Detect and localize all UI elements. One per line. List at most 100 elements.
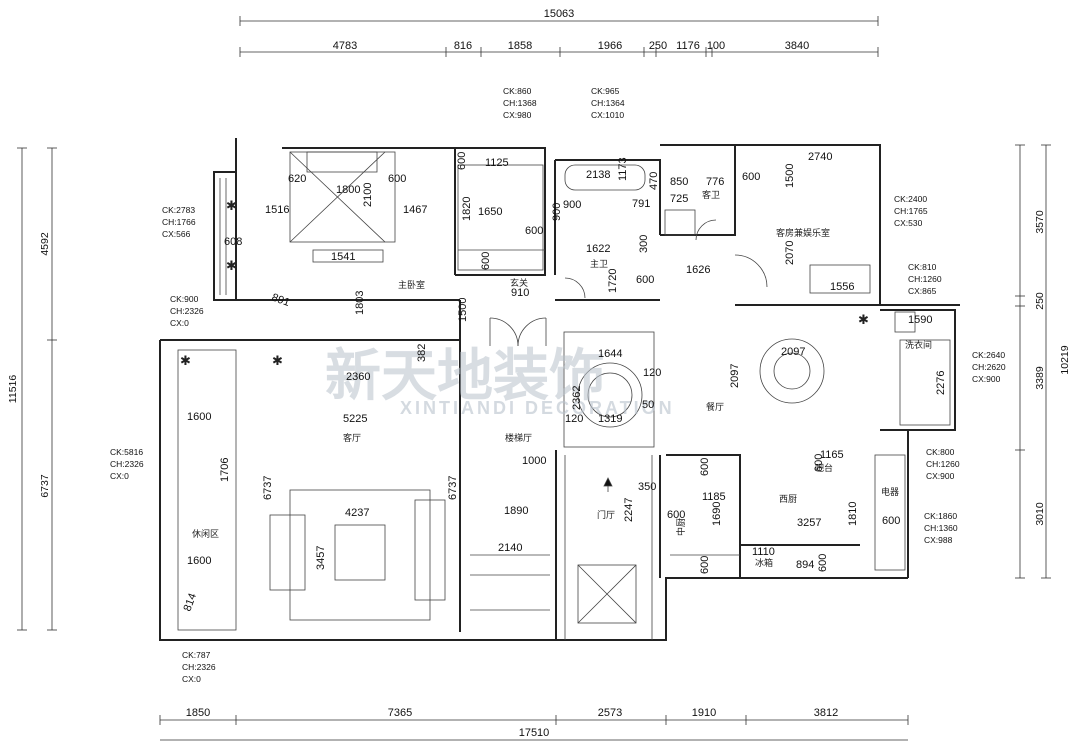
- svg-text:1600: 1600: [187, 411, 211, 423]
- svg-text:1541: 1541: [331, 251, 355, 263]
- top-seg-2: 816: [454, 40, 472, 52]
- svg-text:CH:1765: CH:1765: [894, 206, 928, 216]
- room-master-bedroom: 主卧室: [398, 279, 425, 291]
- room-laundry: 洗衣间: [905, 339, 932, 351]
- svg-text:1890: 1890: [504, 505, 528, 517]
- plant-icon: ✱: [272, 353, 283, 368]
- svg-text:1626: 1626: [686, 264, 710, 276]
- svg-text:608: 608: [224, 236, 242, 248]
- svg-text:1556: 1556: [830, 281, 854, 293]
- svg-text:CK:800: CK:800: [926, 447, 955, 457]
- svg-text:1690: 1690: [711, 502, 723, 526]
- svg-text:1706: 1706: [219, 458, 231, 482]
- svg-text:CX:865: CX:865: [908, 286, 937, 296]
- bottom-seg-3: 2573: [598, 707, 622, 719]
- svg-text:3257: 3257: [797, 517, 821, 529]
- svg-text:1467: 1467: [403, 204, 427, 216]
- svg-text:6737: 6737: [447, 476, 459, 500]
- room-fridge: 冰箱: [755, 557, 773, 569]
- svg-text:1500: 1500: [457, 298, 469, 322]
- top-seg-6: 1176: [676, 40, 700, 52]
- room-western-kitchen: 西厨: [779, 494, 797, 505]
- spec-block-7: CK:2400 CH:1765 CX:530: [894, 194, 928, 228]
- room-guest-bath: 客卫: [702, 189, 720, 201]
- svg-text:1185: 1185: [702, 491, 726, 503]
- svg-text:1500: 1500: [784, 164, 796, 188]
- svg-text:CH:1260: CH:1260: [908, 274, 942, 284]
- svg-text:1622: 1622: [586, 243, 610, 255]
- room-guest-room: 客房兼娱乐室: [776, 227, 830, 239]
- svg-text:CX:980: CX:980: [503, 110, 532, 120]
- svg-text:2097: 2097: [729, 364, 741, 388]
- svg-text:1600: 1600: [187, 555, 211, 567]
- room-dining: 餐厅: [706, 401, 724, 413]
- svg-text:CK:1860: CK:1860: [924, 511, 957, 521]
- right-seg-1: 3570: [1034, 210, 1046, 234]
- doors: [489, 219, 768, 347]
- plant-icon: ✱: [180, 353, 191, 368]
- plant-markers: ✱ ✱ ✱ ✱ ✱: [180, 198, 869, 368]
- svg-text:CH:2326: CH:2326: [110, 459, 144, 469]
- svg-text:600: 600: [742, 171, 760, 183]
- svg-text:2100: 2100: [362, 183, 374, 207]
- svg-text:CX:566: CX:566: [162, 229, 191, 239]
- svg-text:725: 725: [670, 193, 688, 205]
- svg-text:CH:1360: CH:1360: [924, 523, 958, 533]
- bottom-seg-2: 7365: [388, 707, 412, 719]
- svg-text:900: 900: [551, 203, 563, 221]
- room-appliance: 电器: [881, 486, 899, 498]
- svg-text:850: 850: [670, 176, 688, 188]
- svg-text:CH:1368: CH:1368: [503, 98, 537, 108]
- svg-text:1165: 1165: [820, 449, 844, 461]
- svg-text:CH:1364: CH:1364: [591, 98, 625, 108]
- room-lounge: 休闲区: [192, 528, 219, 540]
- svg-text:1125: 1125: [485, 157, 509, 169]
- spec-block-11: CK:1860 CH:1360 CX:988: [924, 511, 958, 545]
- svg-text:2360: 2360: [346, 371, 370, 383]
- svg-text:1650: 1650: [478, 206, 502, 218]
- svg-text:CX:0: CX:0: [182, 674, 201, 684]
- svg-text:4237: 4237: [345, 507, 369, 519]
- svg-text:382: 382: [416, 344, 428, 362]
- svg-text:CH:1766: CH:1766: [162, 217, 196, 227]
- svg-text:CX:1010: CX:1010: [591, 110, 624, 120]
- svg-text:5225: 5225: [343, 413, 367, 425]
- svg-text:1516: 1516: [265, 204, 289, 216]
- svg-text:2247: 2247: [623, 498, 635, 522]
- top-seg-1: 4783: [333, 40, 357, 52]
- svg-text:2140: 2140: [498, 542, 522, 554]
- right-total-dim: 10219: [1059, 345, 1071, 374]
- svg-text:1800: 1800: [336, 184, 360, 196]
- top-seg-7: 100: [707, 40, 725, 52]
- svg-text:600: 600: [882, 515, 900, 527]
- svg-text:CK:2400: CK:2400: [894, 194, 927, 204]
- spec-block-2: CK:965 CH:1364 CX:1010: [591, 86, 625, 120]
- watermark-logo-text: 新天地装饰: [325, 344, 605, 409]
- spec-block-4: CK:900 CH:2326 CX:0: [170, 294, 204, 328]
- svg-text:600: 600: [813, 454, 825, 472]
- svg-text:1000: 1000: [522, 455, 546, 467]
- plant-icon: ✱: [226, 198, 237, 213]
- svg-text:350: 350: [638, 481, 656, 493]
- svg-text:1810: 1810: [847, 502, 859, 526]
- inner-dimensions: 620 1800 600 2100 1516 1467 608 1541 600…: [182, 151, 947, 613]
- svg-text:CK:787: CK:787: [182, 650, 211, 660]
- top-seg-8: 3840: [785, 40, 809, 52]
- svg-text:CX:0: CX:0: [110, 471, 129, 481]
- svg-text:814: 814: [182, 592, 200, 613]
- svg-text:600: 600: [388, 173, 406, 185]
- room-master-bath: 主卫: [590, 258, 608, 270]
- svg-text:470: 470: [648, 172, 660, 190]
- left-seg-2: 6737: [39, 474, 51, 498]
- svg-text:2740: 2740: [808, 151, 832, 163]
- room-chinese-kitchen: 中厨: [675, 518, 687, 536]
- svg-text:600: 600: [525, 225, 543, 237]
- svg-text:776: 776: [706, 176, 724, 188]
- left-dimensions: [17, 147, 57, 631]
- svg-text:CH:2326: CH:2326: [182, 662, 216, 672]
- room-living: 客厅: [343, 432, 361, 444]
- svg-text:1820: 1820: [461, 197, 473, 221]
- left-total-dim: 11516: [7, 375, 19, 404]
- svg-text:CK:810: CK:810: [908, 262, 937, 272]
- svg-text:3457: 3457: [315, 546, 327, 570]
